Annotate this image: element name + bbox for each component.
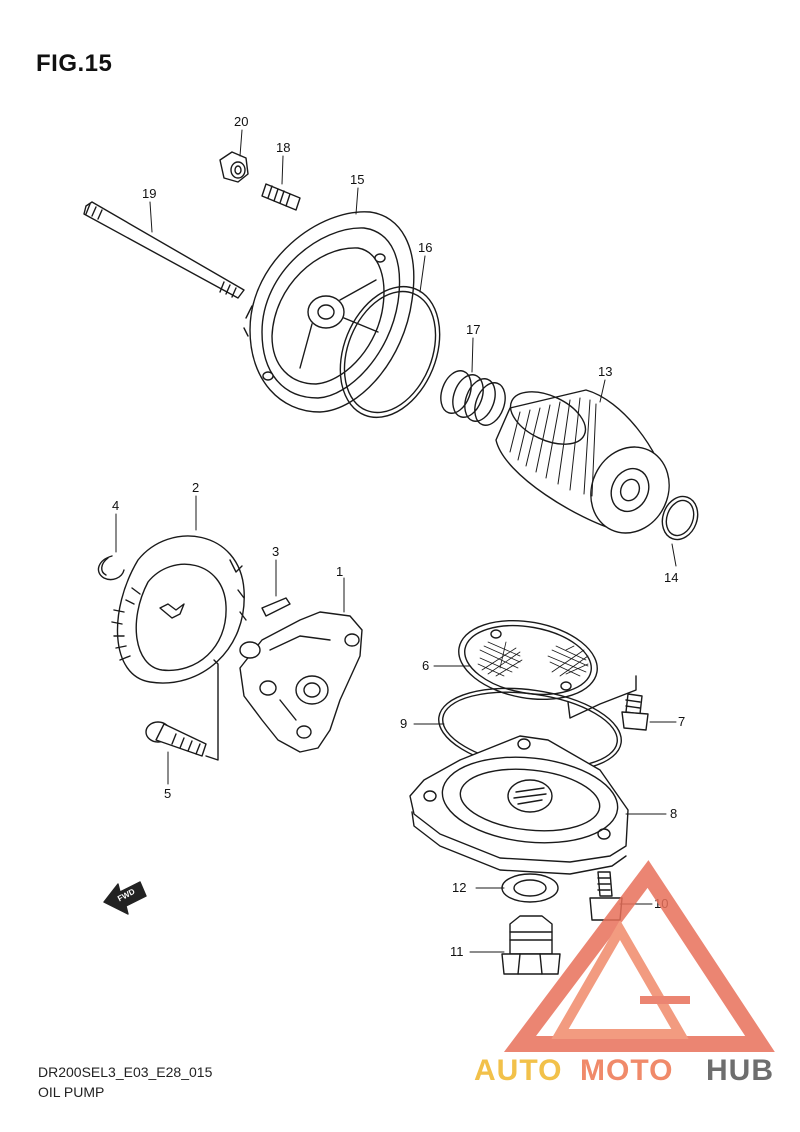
- alignment-line: [205, 659, 219, 761]
- callout-12: 12: [452, 880, 466, 895]
- callout-3: 3: [272, 544, 279, 559]
- callout-2: 2: [192, 480, 199, 495]
- callout-7: 7: [678, 714, 685, 729]
- part-14-o-ring-small: [661, 495, 699, 541]
- callout-5: 5: [164, 786, 171, 801]
- callout-14: 14: [664, 570, 678, 585]
- callout-9: 9: [400, 716, 407, 731]
- callout-13: 13: [598, 364, 612, 379]
- callout-18: 18: [276, 140, 290, 155]
- part-18-stud: [261, 183, 301, 211]
- callout-20: 20: [234, 114, 248, 129]
- callout-6: 6: [422, 658, 429, 673]
- watermark-text: AUTO MOTO HUB: [474, 1054, 774, 1087]
- part-4-circlip: [97, 555, 125, 581]
- part-16-o-ring: [339, 285, 441, 419]
- callout-4: 4: [112, 498, 119, 513]
- callout-16: 16: [418, 240, 432, 255]
- part-3-pin: [261, 597, 291, 617]
- part-2-pump-gear: [111, 535, 247, 684]
- callout-1: 1: [336, 564, 343, 579]
- fwd-arrow-icon: [103, 881, 147, 915]
- watermark-logo: [503, 860, 775, 1052]
- part-5-screw: [145, 721, 207, 757]
- watermark-hub: HUB: [706, 1054, 774, 1087]
- figure-title: FIG.15: [36, 50, 113, 77]
- watermark-moto: MOTO: [580, 1054, 673, 1087]
- part-1-oil-pump: [239, 611, 363, 753]
- part-7-bolt: [621, 693, 649, 731]
- callout-8: 8: [670, 806, 677, 821]
- callout-11: 11: [450, 944, 464, 959]
- callout-15: 15: [350, 172, 364, 187]
- watermark-auto: AUTO: [474, 1054, 562, 1087]
- part-12-washer: [501, 873, 559, 903]
- callout-17: 17: [466, 322, 480, 337]
- part-15-filter-cover: [243, 211, 415, 413]
- part-6-oil-strainer: [458, 619, 598, 701]
- section-name: OIL PUMP: [38, 1084, 105, 1100]
- part-20-nut: [219, 151, 249, 183]
- part-19-long-bolt: [83, 201, 245, 299]
- leader-lines: [115, 129, 677, 953]
- model-code: DR200SEL3_E03_E28_015: [38, 1064, 213, 1080]
- alignment-line-7: [567, 675, 637, 719]
- callout-19: 19: [142, 186, 156, 201]
- part-8-filter-cap: [409, 735, 629, 875]
- part-17-spring: [440, 370, 506, 426]
- part-13-oil-filter: [495, 389, 670, 534]
- part-11-drain-plug: [501, 915, 561, 975]
